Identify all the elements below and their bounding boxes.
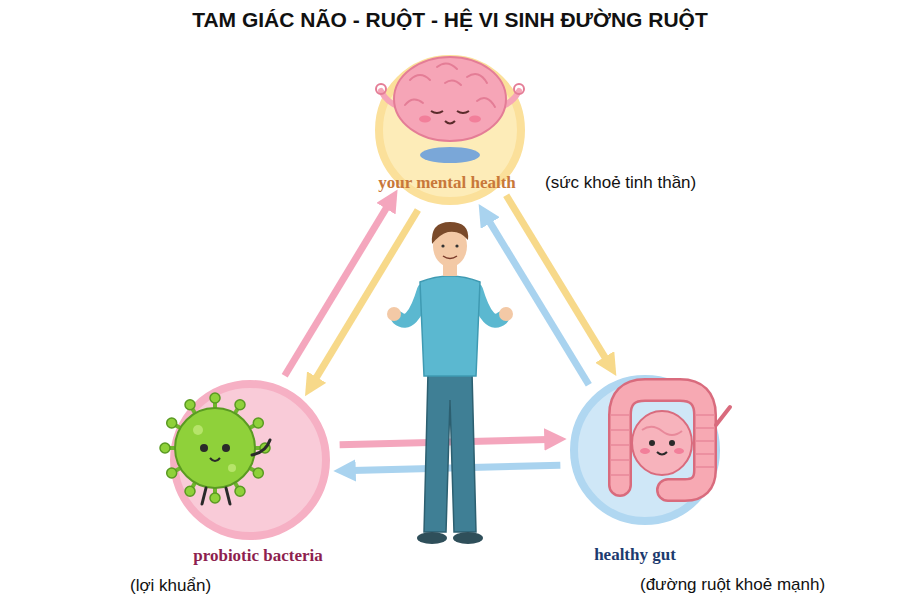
probiotic-circle: probiotic bacteria(lợi khuẩn) [170, 380, 330, 540]
illustration-part [174, 384, 326, 536]
illustration-part [252, 440, 270, 455]
illustration-part [611, 459, 629, 461]
person-hand [387, 307, 401, 321]
illustration-part [696, 466, 714, 468]
illustration-part [632, 411, 692, 475]
person-legs [424, 372, 476, 532]
illustration-part [649, 440, 655, 446]
illustration-part [611, 429, 629, 431]
connector-arrow [483, 212, 588, 385]
illustration-part [640, 448, 650, 454]
illustration-part [175, 408, 255, 488]
illustration-part [235, 486, 245, 496]
person-shoe [453, 532, 483, 544]
person-shirt [420, 276, 480, 376]
illustration-part [253, 418, 263, 428]
illustration-part [620, 390, 705, 490]
illustration-part [431, 111, 443, 113]
gut-circle: healthy gut(đường ruột khoẻ mạnh) [570, 375, 720, 525]
person-hair [432, 222, 468, 244]
mental-health-circle: your mental health(sức khoẻ tinh thần) [375, 55, 525, 205]
illustration-part [376, 84, 386, 94]
illustration-part [235, 400, 245, 410]
cartoon [611, 390, 730, 490]
illustration-part [716, 407, 730, 425]
illustration-part [611, 474, 629, 476]
illustration-part [514, 84, 524, 94]
person-eye [441, 244, 444, 247]
person-hand [499, 307, 513, 321]
illustration-part [419, 116, 431, 123]
illustration-part [253, 468, 263, 478]
connector-arrow [310, 210, 418, 389]
illustration-part [185, 400, 195, 410]
circle-shape [170, 380, 330, 540]
person-shoe [417, 532, 447, 544]
illustration-part [445, 80, 461, 85]
illustration-part [620, 390, 705, 490]
illustration-part [657, 452, 667, 455]
diagram-title: TAM GIÁC NÃO - RUỘT - HỆ VI SINH ĐƯỜNG R… [0, 8, 900, 32]
illustration-part [642, 427, 682, 435]
illustration-part [696, 453, 714, 455]
illustration-part [193, 425, 203, 435]
connector-arrow [285, 197, 393, 376]
person-eye [455, 244, 458, 247]
illustration-part [445, 121, 455, 124]
connector-arrow [506, 195, 611, 368]
illustration-part [467, 74, 487, 83]
illustration-part [469, 116, 481, 123]
node-label: probiotic bacteria [193, 546, 323, 566]
illustration-part [696, 427, 714, 429]
illustration-part [611, 414, 629, 416]
illustration-part [696, 414, 714, 416]
illustration-part [611, 444, 629, 446]
node-label: healthy gut [594, 545, 676, 565]
illustration-part [222, 444, 230, 452]
illustration-part [457, 111, 469, 113]
illustration-part [210, 458, 220, 461]
cartoon [160, 393, 270, 504]
illustration-part [202, 488, 230, 504]
illustration-part [167, 418, 177, 428]
illustration-part [200, 444, 208, 452]
illustration-part [669, 440, 675, 446]
illustration-part [405, 99, 423, 105]
person-mouth [443, 256, 457, 259]
illustration-part [696, 440, 714, 442]
cartoon [376, 57, 524, 163]
illustration-part [228, 464, 236, 472]
illustration-part [160, 443, 170, 453]
illustration-part [210, 493, 220, 503]
illustration-part [420, 147, 480, 163]
illustration-part [394, 57, 506, 141]
node-label: your mental health [378, 173, 516, 193]
illustration-part [674, 448, 684, 454]
translation-label: (đường ruột khoẻ mạnh) [640, 575, 825, 595]
illustration-part [574, 379, 716, 521]
illustration-part [437, 63, 457, 69]
illustration-part [185, 486, 195, 496]
translation-label: (lợi khuẩn) [130, 576, 211, 596]
illustration-part [477, 98, 495, 107]
illustration-part [410, 75, 430, 80]
translation-label: (sức khoẻ tinh thần) [545, 173, 696, 193]
circle-shape [570, 375, 720, 525]
illustration-part [167, 468, 177, 478]
illustration-part [210, 393, 220, 403]
